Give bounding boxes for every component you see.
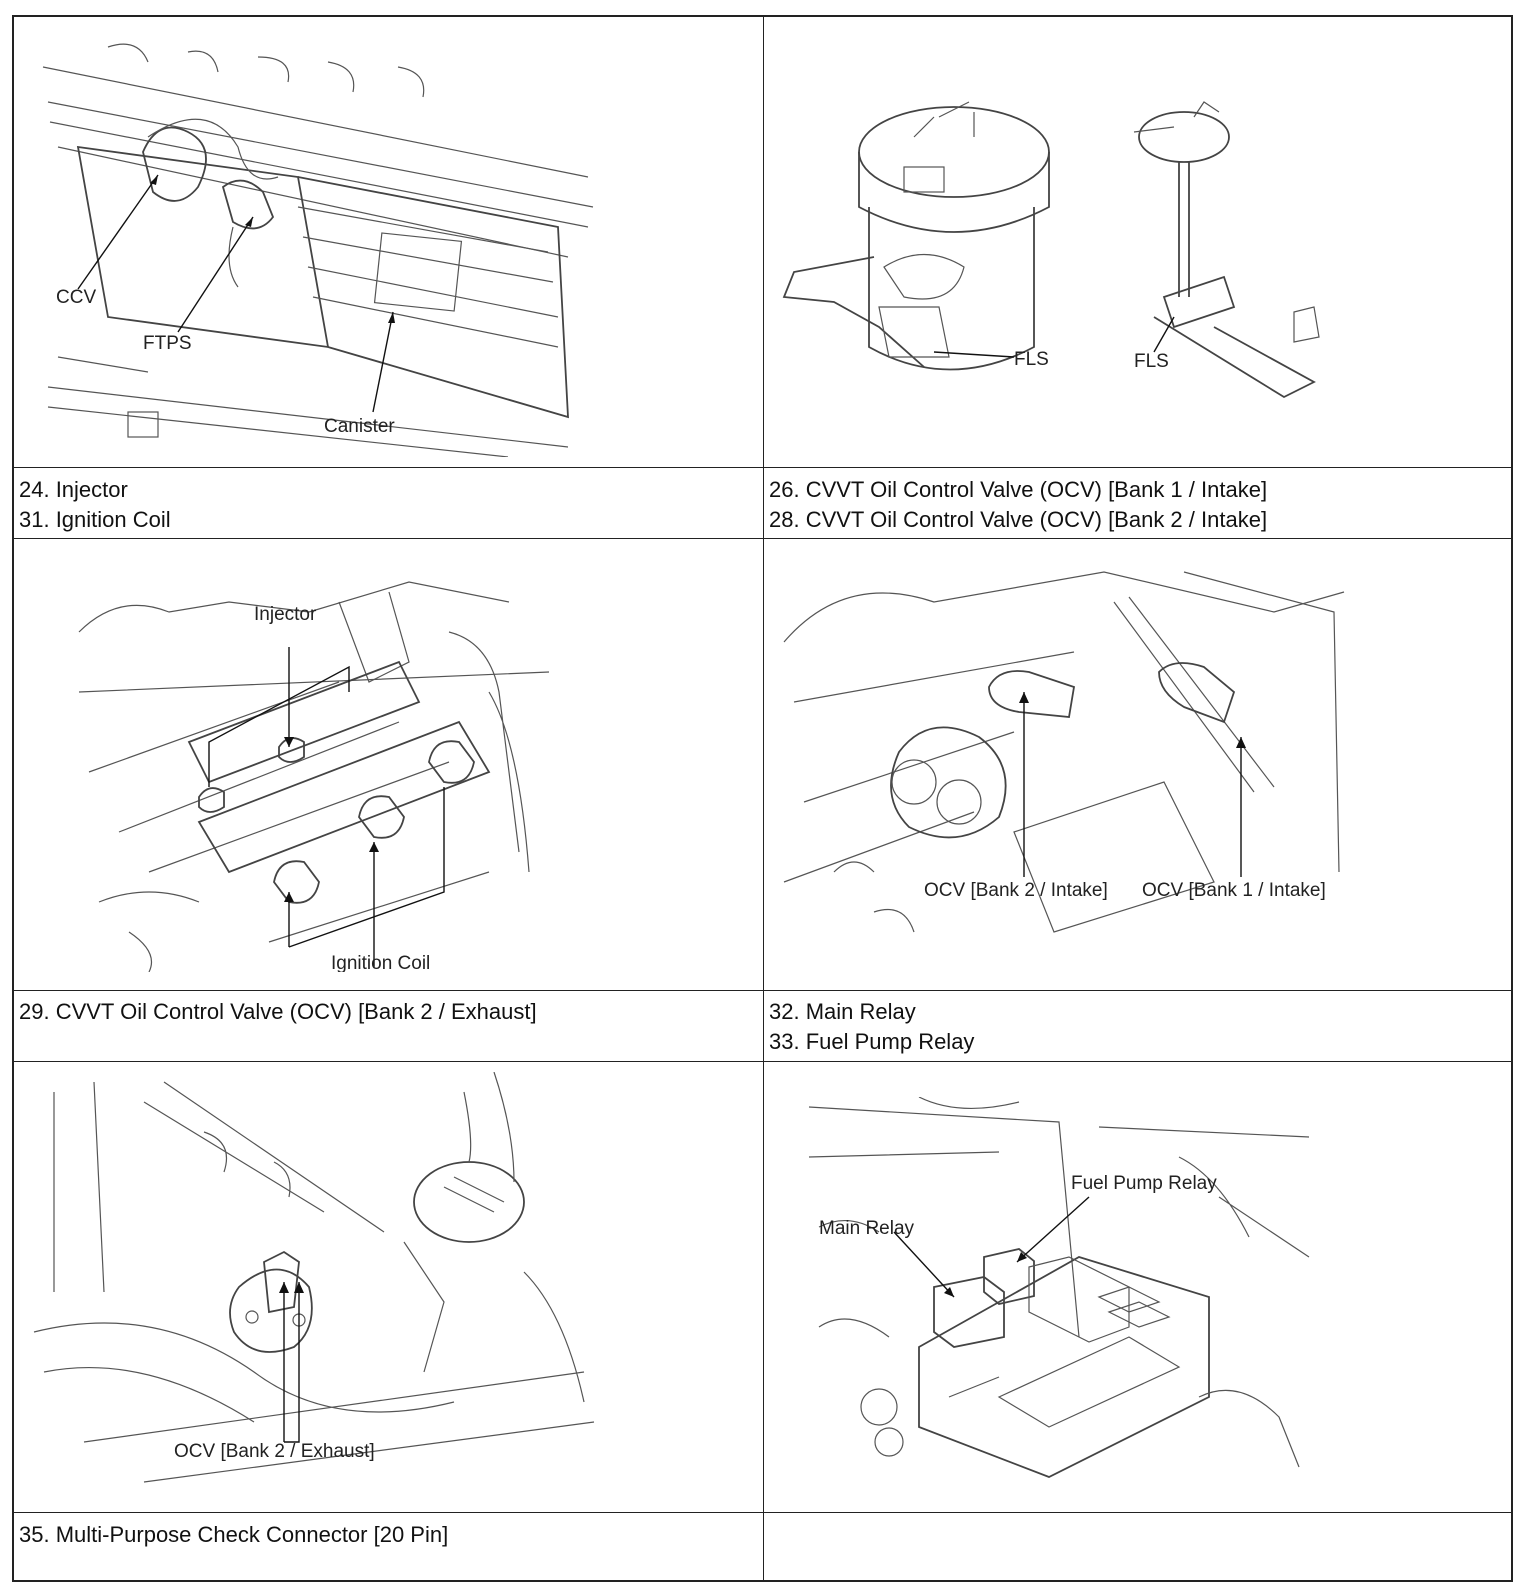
relay-box-figure: Fuel Pump Relay Main Relay: [808, 1097, 1310, 1478]
caption-line: 31. Ignition Coil: [19, 507, 171, 532]
row-divider: [14, 538, 1511, 539]
row-divider: [14, 990, 1511, 991]
row-divider: [14, 1061, 1511, 1062]
caption-row2-right: 32. Main Relay 33. Fuel Pump Relay: [769, 997, 974, 1057]
ocv-bank1-intake-label: OCV [Bank 1 / Intake]: [1142, 880, 1326, 901]
evap-canister-figure: CCV FTPS Canister: [42, 43, 594, 457]
fls-label-left: FLS: [1014, 349, 1049, 370]
row-divider: [14, 467, 1511, 468]
fuel-pump-figure: FLS FLS: [782, 101, 1320, 399]
caption-line: 32. Main Relay: [769, 999, 916, 1024]
main-relay-label: Main Relay: [819, 1218, 915, 1239]
caption-row2-left: 29. CVVT Oil Control Valve (OCV) [Bank 2…: [19, 997, 537, 1027]
caption-row1-right: 26. CVVT Oil Control Valve (OCV) [Bank 1…: [769, 475, 1267, 535]
fls-label-right: FLS: [1134, 351, 1169, 372]
ocv-bank2-intake-label: OCV [Bank 2 / Intake]: [924, 880, 1108, 901]
caption-row3-left: 35. Multi-Purpose Check Connector [20 Pi…: [19, 1520, 448, 1550]
injector-ignition-coil-figure: Injector Ignition Coil: [78, 581, 550, 972]
ftps-label: FTPS: [143, 333, 192, 354]
caption-line: 28. CVVT Oil Control Valve (OCV) [Bank 2…: [769, 507, 1268, 532]
component-location-table: CCV FTPS Canister FLS FLS 24. Injector 3…: [12, 15, 1513, 1582]
caption-line: 35. Multi-Purpose Check Connector [20 Pi…: [19, 1522, 449, 1547]
caption-line: 26. CVVT Oil Control Valve (OCV) [Bank 1…: [769, 477, 1268, 502]
canister-label: Canister: [324, 416, 395, 437]
ccv-label: CCV: [56, 287, 96, 308]
caption-line: 33. Fuel Pump Relay: [769, 1029, 975, 1054]
column-divider: [763, 17, 764, 1580]
injector-label: Injector: [254, 604, 317, 625]
ocv-exhaust-figure: OCV [Bank 2 / Exhaust]: [33, 1072, 595, 1483]
caption-line: 29. CVVT Oil Control Valve (OCV) [Bank 2…: [19, 999, 537, 1024]
ocv-bank2-exhaust-label: OCV [Bank 2 / Exhaust]: [174, 1441, 375, 1462]
ignition-coil-label: Ignition Coil: [331, 953, 430, 972]
fuel-pump-relay-label: Fuel Pump Relay: [1071, 1173, 1217, 1194]
caption-row1-left: 24. Injector 31. Ignition Coil: [19, 475, 171, 535]
ocv-intake-figure: OCV [Bank 2 / Intake] OCV [Bank 1 / Inta…: [783, 571, 1345, 933]
row-divider: [14, 1512, 1511, 1513]
caption-line: 24. Injector: [19, 477, 128, 502]
